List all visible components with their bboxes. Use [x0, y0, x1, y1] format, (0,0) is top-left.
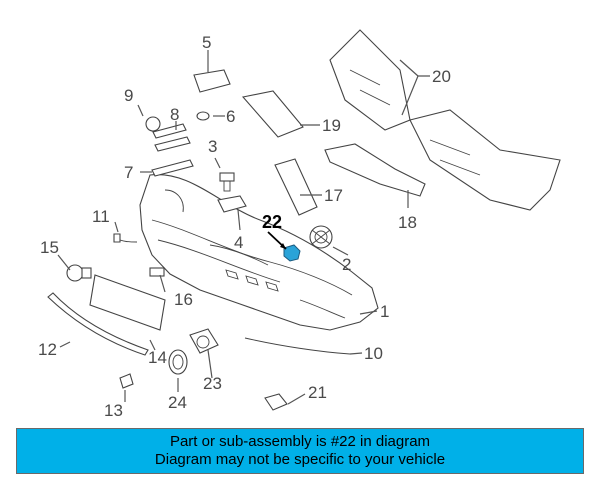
sensor-23 — [189, 328, 219, 354]
callout-24: 24 — [168, 393, 187, 412]
bolt — [219, 172, 235, 192]
callout-23: 23 — [203, 374, 222, 393]
bumper-cover — [139, 173, 379, 331]
callout-18: 18 — [398, 213, 417, 232]
callout-4: 4 — [234, 233, 243, 252]
callout-6: 6 — [226, 107, 235, 126]
bracket-19 — [241, 90, 304, 138]
callout-7: 7 — [124, 163, 133, 182]
sensor-21 — [264, 393, 288, 411]
bracket-17 — [274, 158, 318, 216]
callout-14: 14 — [148, 348, 167, 367]
callout-11: 11 — [92, 207, 110, 226]
trim-12 — [47, 292, 149, 356]
callout-19: 19 — [322, 116, 341, 135]
callout-12: 12 — [38, 340, 57, 359]
callout-9: 9 — [124, 86, 133, 105]
callout-10: 10 — [364, 344, 383, 363]
banner-line-1: Part or sub-assembly is #22 in diagram — [169, 433, 431, 450]
screw-16 — [149, 267, 165, 277]
bracket-4 — [217, 195, 247, 213]
bracket-18 — [324, 143, 426, 197]
callout-2: 2 — [342, 255, 351, 274]
callout-21: 21 — [308, 383, 327, 402]
callout-15: 15 — [40, 238, 59, 257]
part-22-highlighted — [267, 231, 301, 262]
clip-11 — [113, 233, 138, 243]
callout-17: 17 — [324, 186, 343, 205]
callout-3: 3 — [208, 137, 217, 156]
callout-16: 16 — [174, 290, 193, 309]
plug-13 — [119, 373, 134, 389]
license-bracket-14 — [89, 274, 166, 331]
clip-6 — [196, 111, 210, 121]
mount-5 — [193, 69, 231, 93]
bracket-8 — [151, 123, 194, 177]
callout-5: 5 — [202, 33, 211, 52]
callout-13: 13 — [104, 401, 123, 420]
callout-20: 20 — [432, 67, 451, 86]
banner-line-2: Diagram may not be specific to your vehi… — [154, 451, 446, 468]
trim-strip-10 — [244, 337, 351, 355]
callout-1: 1 — [380, 302, 389, 321]
bolt-15 — [66, 264, 92, 282]
callout-22: 22 — [262, 212, 282, 232]
screw-9 — [145, 116, 161, 132]
leader-lines — [57, 50, 430, 405]
callout-8: 8 — [170, 105, 179, 124]
grommet-24 — [168, 349, 188, 375]
fog-lamp — [309, 225, 333, 249]
bracket-20 — [329, 29, 561, 211]
parts-diagram: 5 6 8 9 7 3 4 11 15 16 12 14 13 24 23 21… — [38, 29, 561, 420]
part-info-banner: Part or sub-assembly is #22 in diagram D… — [16, 428, 584, 474]
